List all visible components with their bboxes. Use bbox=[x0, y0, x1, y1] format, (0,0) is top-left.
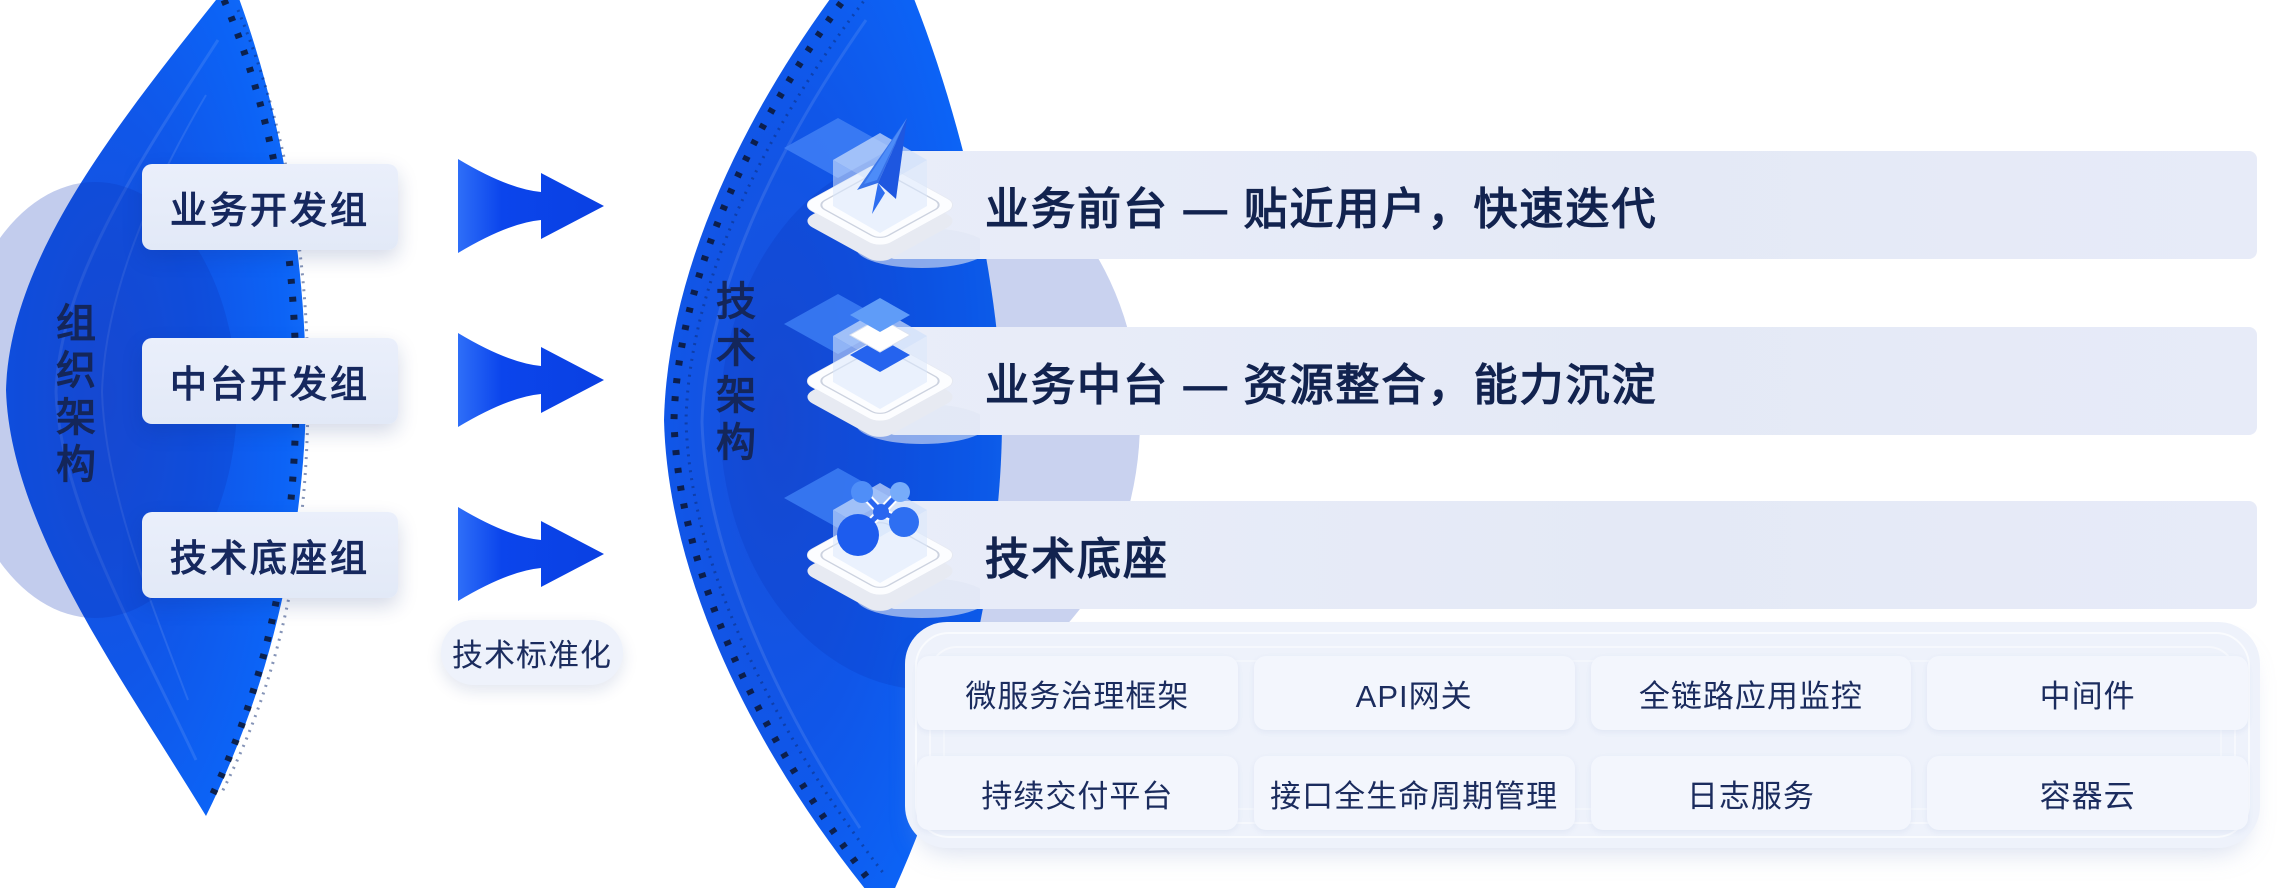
base-component-grid: 微服务治理框架 API网关 全链路应用监控 中间件 持续交付平台 接口全生命周期… bbox=[917, 656, 2248, 830]
paper-plane-glyph bbox=[857, 118, 907, 214]
chip-api-lifecycle-management: 接口全生命周期管理 bbox=[1253, 756, 1575, 830]
org-group-middle-platform-dev: 中台开发组 bbox=[142, 338, 398, 424]
chip-log-service: 日志服务 bbox=[1590, 756, 1912, 830]
layers-icon bbox=[784, 294, 980, 444]
flow-arrows bbox=[458, 159, 604, 601]
chip-fulllink-monitoring: 全链路应用监控 bbox=[1590, 656, 1912, 730]
chip-api-gateway: API网关 bbox=[1253, 656, 1575, 730]
molecule-glyph bbox=[837, 481, 919, 556]
chip-container-cloud: 容器云 bbox=[1927, 756, 2248, 830]
tech-architecture-title: 技术架构 bbox=[710, 280, 754, 468]
layers-glyph bbox=[848, 298, 912, 372]
org-group-tech-base: 技术底座组 bbox=[142, 512, 398, 598]
org-architecture-title: 组织架构 bbox=[50, 302, 94, 490]
chip-middleware: 中间件 bbox=[1927, 656, 2248, 730]
chip-microservice-governance: 微服务治理框架 bbox=[917, 656, 1238, 730]
tech-standardization-badge: 技术标准化 bbox=[441, 620, 623, 685]
chip-continuous-delivery: 持续交付平台 bbox=[917, 756, 1238, 830]
arrow-right-icon bbox=[458, 333, 604, 427]
tech-base-components-panel: 微服务治理框架 API网关 全链路应用监控 中间件 持续交付平台 接口全生命周期… bbox=[905, 622, 2260, 848]
layer-bar-business-middle: 业务中台 — 资源整合，能力沉淀 bbox=[887, 327, 2257, 435]
arrow-right-icon bbox=[458, 507, 604, 601]
layer-bar-business-frontend: 业务前台 — 贴近用户，快速迭代 bbox=[887, 151, 2257, 259]
paper-plane-icon bbox=[784, 118, 980, 268]
layer-bar-tech-base: 技术底座 bbox=[887, 501, 2257, 609]
org-group-business-dev: 业务开发组 bbox=[142, 164, 398, 250]
molecule-icon bbox=[784, 468, 980, 618]
arrow-right-icon bbox=[458, 159, 604, 253]
